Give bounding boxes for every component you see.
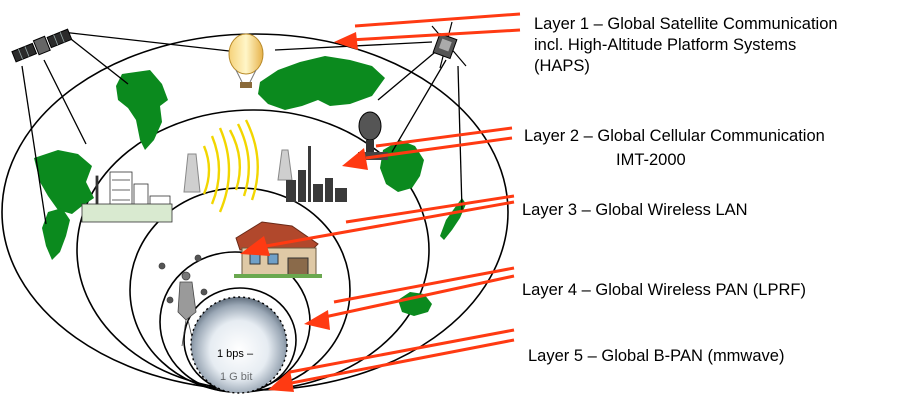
- city-icon: [81, 171, 173, 223]
- layer-1-label-line-1: Layer 1 – Global Satellite Communication: [534, 15, 838, 33]
- bubble-rate-top: 1 bps –: [217, 348, 254, 360]
- people-icon: [158, 254, 208, 347]
- bubble-rate-bottom: 1 G bit: [220, 371, 252, 383]
- layer-2-label: Layer 2 – Global Cellular Communication …: [524, 126, 825, 171]
- center-bubble-icon: 1 bps – 1 G bit: [190, 296, 288, 394]
- russia-shape: [258, 56, 385, 110]
- north-america-shape: [34, 150, 94, 214]
- satellite-right-icon: [431, 21, 467, 69]
- layer-3-label-line-1: Layer 3 – Global Wireless LAN: [522, 201, 748, 219]
- layer-1-label: Layer 1 – Global Satellite Communication…: [534, 14, 838, 77]
- satellite-links: [21, 31, 463, 225]
- layer-4-arrow: [304, 266, 515, 330]
- layer-5-label: Layer 5 – Global B-PAN (mmwave): [528, 346, 784, 367]
- layer-1-arrow: [334, 12, 521, 50]
- layer-4-label: Layer 4 – Global Wireless PAN (LPRF): [522, 280, 806, 301]
- china-shape: [380, 140, 424, 192]
- satellite-left-icon: [11, 28, 73, 63]
- skyline-icon: [286, 146, 347, 202]
- layer-4-label-line-1: Layer 4 – Global Wireless PAN (LPRF): [522, 281, 806, 299]
- hot-air-balloon-icon: [228, 33, 264, 88]
- layer-1-label-line-3: (HAPS): [534, 57, 590, 75]
- layer-arrows: [240, 12, 521, 392]
- continents: [34, 56, 466, 316]
- layer-2-arrow: [342, 126, 513, 170]
- layer-3-arrow: [240, 194, 515, 256]
- layer-5-label-line-1: Layer 5 – Global B-PAN (mmwave): [528, 347, 785, 365]
- south-america-shape: [42, 208, 70, 260]
- cell-tower-icon: [183, 119, 293, 213]
- layer-2-label-line-2: IMT-2000: [616, 151, 686, 169]
- layer-5-arrow: [268, 328, 515, 392]
- layer-2-label-line-1: Layer 2 – Global Cellular Communication: [524, 127, 825, 145]
- layer-3-label: Layer 3 – Global Wireless LAN: [522, 200, 748, 221]
- layer-1-label-line-2: incl. High-Altitude Platform Systems: [534, 36, 797, 54]
- africa-shape: [116, 70, 168, 150]
- japan-shape: [440, 198, 466, 240]
